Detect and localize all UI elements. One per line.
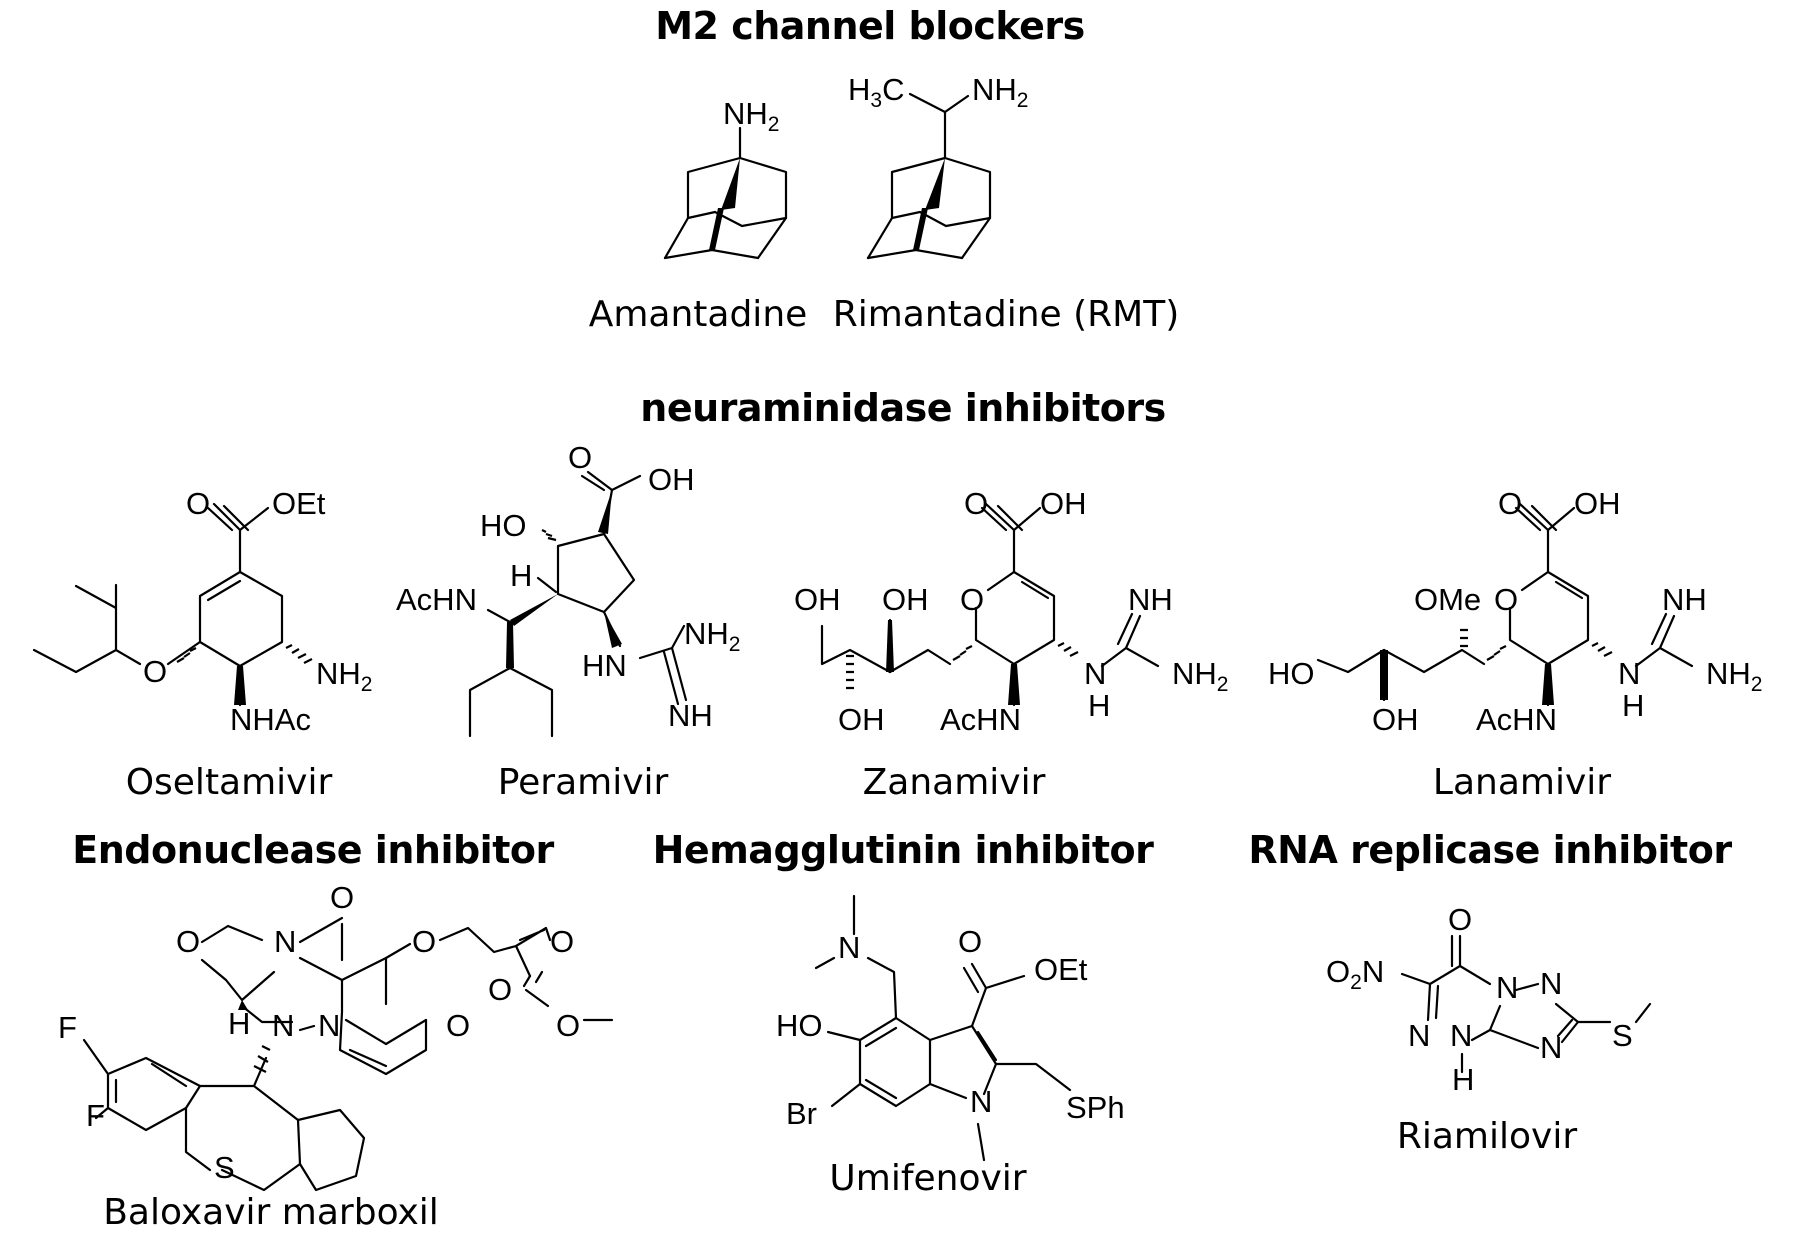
- svg-text:AcHN: AcHN: [1476, 702, 1557, 737]
- svg-text:O: O: [176, 924, 200, 959]
- name-amantadine: Amantadine: [588, 294, 808, 335]
- name-zanamivir: Zanamivir: [862, 762, 1046, 803]
- svg-text:HN: HN: [582, 648, 627, 683]
- zanamivir-structure: O OH OH OH O NH OH AcHN N H NH2: [794, 486, 1228, 737]
- svg-text:O2N: O2N: [1326, 954, 1384, 994]
- name-umifenovir: Umifenovir: [829, 1158, 1027, 1199]
- svg-text:HO: HO: [1268, 656, 1315, 691]
- svg-text:H: H: [228, 1006, 250, 1041]
- svg-text:O: O: [556, 1008, 580, 1043]
- heading-neuraminidase-inhibitors: neuraminidase inhibitors: [640, 386, 1166, 430]
- svg-text:OH: OH: [794, 582, 841, 617]
- svg-text:OMe: OMe: [1414, 582, 1481, 617]
- svg-text:O: O: [550, 924, 574, 959]
- svg-text:O: O: [1494, 582, 1518, 617]
- svg-text:N: N: [1540, 966, 1562, 1001]
- svg-text:NH: NH: [668, 698, 713, 733]
- amantadine-structure: NH2: [663, 96, 788, 260]
- peramivir-structure: O OH HO H AcHN NH2 HN NH: [396, 440, 740, 738]
- svg-text:OH: OH: [1372, 702, 1419, 737]
- svg-text:OEt: OEt: [1034, 952, 1088, 987]
- heading-endonuclease-inhibitor: Endonuclease inhibitor: [72, 828, 554, 872]
- svg-text:OH: OH: [1574, 486, 1621, 521]
- umifenovir-structure: N HO O OEt Br N SPh: [776, 894, 1125, 1162]
- svg-text:NH: NH: [1662, 582, 1707, 617]
- svg-text:O: O: [446, 1008, 470, 1043]
- svg-text:OH: OH: [882, 582, 929, 617]
- svg-text:H: H: [1452, 1062, 1474, 1097]
- svg-text:O: O: [1448, 902, 1472, 937]
- name-rimantadine: Rimantadine (RMT): [832, 294, 1180, 335]
- svg-text:O: O: [488, 972, 512, 1007]
- baloxavir-marboxil-structure: O N O O O O O H N N O F F S: [58, 880, 614, 1192]
- svg-text:OH: OH: [648, 462, 695, 497]
- svg-text:O: O: [958, 924, 982, 959]
- svg-text:N: N: [970, 1084, 992, 1119]
- heading-hemagglutinin-inhibitor: Hemagglutinin inhibitor: [652, 828, 1154, 872]
- svg-text:N: N: [1496, 970, 1518, 1005]
- svg-text:N: N: [318, 1008, 340, 1043]
- svg-text:OEt: OEt: [272, 486, 326, 521]
- svg-text:NH2: NH2: [316, 656, 372, 696]
- svg-text:AcHN: AcHN: [940, 702, 1021, 737]
- svg-text:HO: HO: [776, 1008, 823, 1043]
- rimantadine-structure: H3C NH2: [848, 72, 1028, 260]
- svg-text:OH: OH: [1040, 486, 1087, 521]
- svg-text:F: F: [58, 1010, 77, 1045]
- svg-text:O: O: [964, 486, 988, 521]
- svg-text:NH2: NH2: [1172, 656, 1228, 696]
- svg-text:S: S: [1612, 1018, 1633, 1053]
- svg-text:O: O: [143, 654, 167, 689]
- name-oseltamivir: Oseltamivir: [125, 762, 333, 803]
- riamilovir-structure: O O2N N N N N N H S: [1326, 902, 1652, 1097]
- svg-text:N: N: [1450, 1018, 1472, 1053]
- name-peramivir: Peramivir: [497, 762, 669, 803]
- svg-text:O: O: [568, 440, 592, 475]
- svg-text:Br: Br: [786, 1096, 817, 1131]
- svg-text:H: H: [510, 558, 532, 593]
- svg-text:O: O: [412, 924, 436, 959]
- svg-text:O: O: [330, 880, 354, 915]
- oseltamivir-structure: O OEt O NH2 NHAc: [32, 486, 372, 737]
- svg-text:N: N: [1618, 656, 1640, 691]
- lanamivir-structure: O OH OMe O NH HO OH AcHN N H NH2: [1268, 486, 1762, 737]
- svg-text:N: N: [838, 930, 860, 965]
- svg-text:N: N: [272, 1008, 294, 1043]
- svg-text:N: N: [1540, 1030, 1562, 1065]
- heading-rna-replicase-inhibitor: RNA replicase inhibitor: [1248, 828, 1732, 872]
- svg-text:O: O: [186, 486, 210, 521]
- svg-text:O: O: [960, 582, 984, 617]
- svg-text:NH2: NH2: [1706, 656, 1762, 696]
- svg-text:NH2: NH2: [972, 72, 1028, 112]
- svg-text:AcHN: AcHN: [396, 582, 477, 617]
- name-lanamivir: Lanamivir: [1432, 762, 1612, 803]
- svg-text:NH: NH: [1128, 582, 1173, 617]
- svg-text:S: S: [214, 1150, 235, 1185]
- svg-text:SPh: SPh: [1066, 1090, 1125, 1125]
- svg-text:F: F: [86, 1098, 105, 1133]
- svg-text:NH2: NH2: [684, 616, 740, 656]
- name-baloxavir-marboxil: Baloxavir marboxil: [103, 1192, 439, 1233]
- svg-text:HO: HO: [480, 508, 527, 543]
- svg-text:H: H: [1088, 688, 1110, 723]
- svg-text:N: N: [274, 924, 296, 959]
- name-riamilovir: Riamilovir: [1396, 1116, 1578, 1157]
- svg-text:H: H: [1622, 688, 1644, 723]
- svg-text:N: N: [1408, 1018, 1430, 1053]
- svg-text:N: N: [1084, 656, 1106, 691]
- svg-text:NHAc: NHAc: [230, 702, 311, 737]
- heading-m2-channel-blockers: M2 channel blockers: [655, 4, 1085, 48]
- svg-text:OH: OH: [838, 702, 885, 737]
- amantadine-nh2-label: NH2: [723, 96, 779, 136]
- svg-text:H3C: H3C: [848, 72, 904, 112]
- svg-text:O: O: [1498, 486, 1522, 521]
